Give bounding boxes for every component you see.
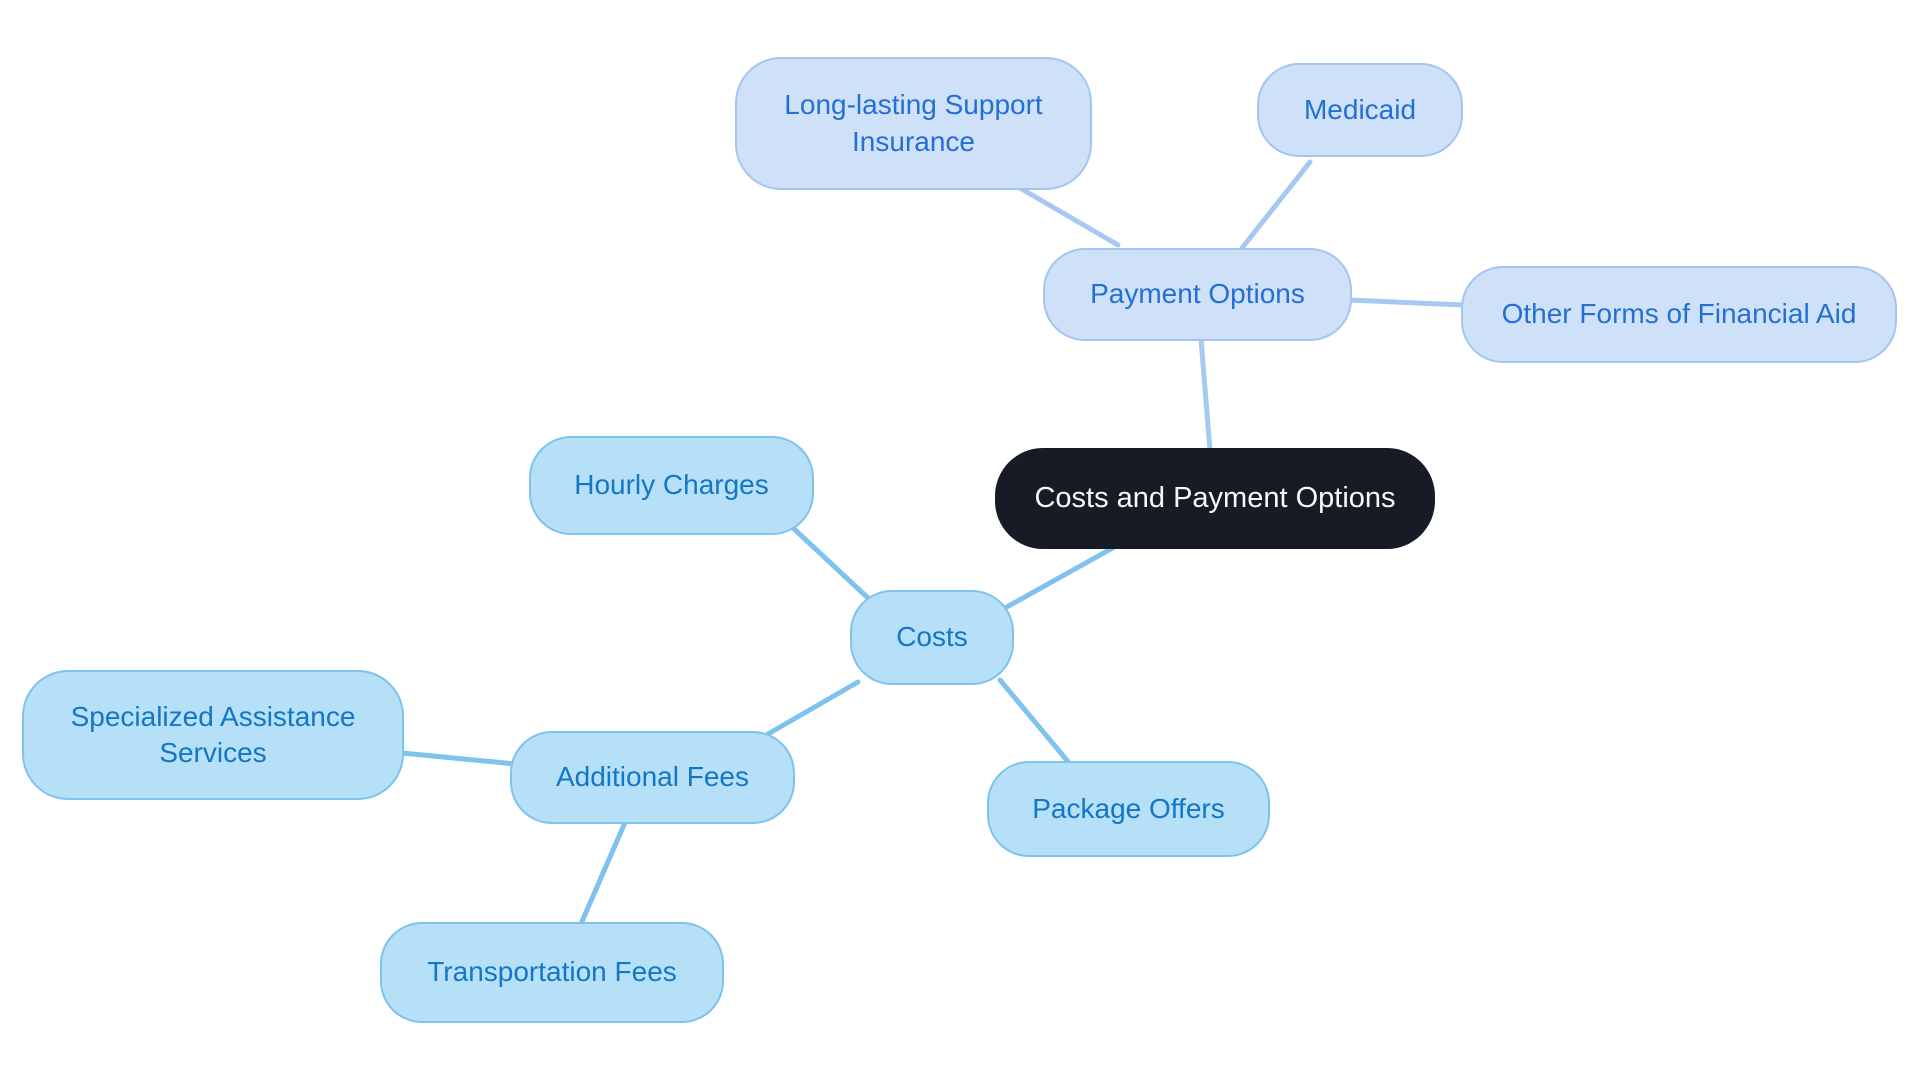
node-costs[interactable]: Costs bbox=[850, 590, 1014, 685]
node-additional-fees[interactable]: Additional Fees bbox=[510, 731, 795, 824]
node-costs-label: Costs bbox=[896, 621, 968, 653]
edge-medicaid-payment-options bbox=[1239, 159, 1313, 251]
node-other-forms-of-financial-aid-label: Other Forms of Financial Aid bbox=[1501, 298, 1857, 330]
node-medicaid-label: Medicaid bbox=[1303, 93, 1417, 125]
node-long-lasting-support-insurance-label: Long-lasting Support Insurance bbox=[784, 89, 1043, 157]
node-long-lasting-support-insurance[interactable]: Long-lasting Support Insurance bbox=[735, 57, 1092, 190]
node-medicaid[interactable]: Medicaid bbox=[1257, 63, 1463, 157]
edge-central-costs bbox=[1002, 542, 1121, 611]
edge-specialized-additional bbox=[399, 750, 518, 767]
node-central-costs-and-payment-options[interactable]: Costs and Payment Options bbox=[995, 448, 1435, 549]
edge-hourly-charges-costs bbox=[789, 524, 871, 601]
node-transportation-fees-label: Transportation Fees bbox=[427, 956, 677, 988]
edge-llsi-payment-options bbox=[1017, 185, 1121, 248]
node-hourly-charges[interactable]: Hourly Charges bbox=[529, 436, 814, 535]
node-specialized-assistance-services-label: Specialized Assistance Services bbox=[70, 700, 356, 768]
node-other-forms-of-financial-aid[interactable]: Other Forms of Financial Aid bbox=[1461, 266, 1897, 363]
node-additional-fees-label: Additional Fees bbox=[555, 761, 749, 793]
node-package-offers-label: Package Offers bbox=[1032, 792, 1225, 824]
node-central-label: Costs and Payment Options bbox=[1034, 481, 1396, 514]
edge-costs-additional-fees bbox=[765, 679, 861, 737]
node-payment-options-label: Payment Options bbox=[1090, 278, 1305, 310]
node-payment-options[interactable]: Payment Options bbox=[1043, 248, 1352, 341]
edge-payment-options-other-aid bbox=[1347, 297, 1466, 308]
node-hourly-charges-label: Hourly Charges bbox=[574, 469, 769, 501]
node-package-offers[interactable]: Package Offers bbox=[987, 761, 1270, 857]
edge-payment-options-central bbox=[1198, 336, 1213, 453]
node-specialized-assistance-services[interactable]: Specialized Assistance Services bbox=[22, 670, 404, 800]
edge-additional-transportation bbox=[577, 815, 630, 929]
edge-costs-package-offers bbox=[997, 677, 1073, 767]
node-transportation-fees[interactable]: Transportation Fees bbox=[380, 922, 724, 1023]
